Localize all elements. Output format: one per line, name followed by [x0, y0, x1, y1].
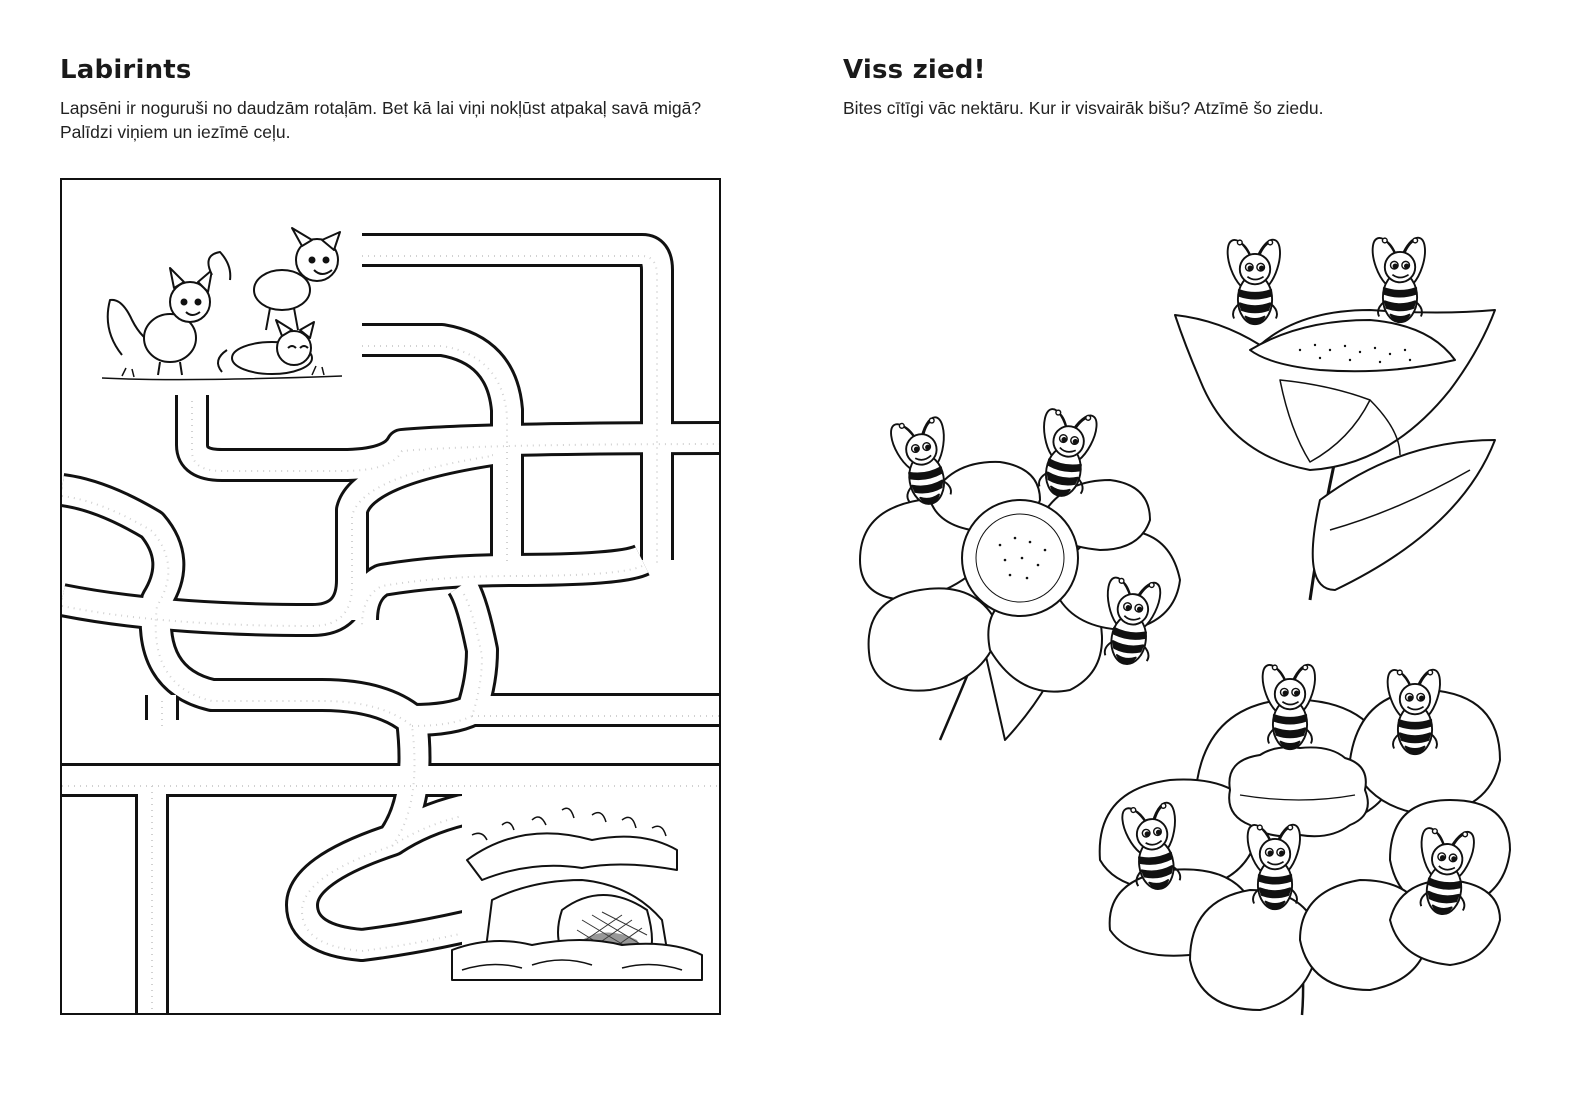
- round-petal-flower[interactable]: [1098, 660, 1511, 1016]
- maze-title: Labirints: [60, 55, 192, 85]
- flowers-description: Bites cītīgi vāc nektāru. Kur ir visvair…: [843, 98, 1324, 118]
- flowers-drawing[interactable]: [830, 200, 1530, 1030]
- daisy-flower[interactable]: [859, 402, 1181, 741]
- flowers-title: Viss zied!: [843, 55, 986, 85]
- tulip-flower[interactable]: [1174, 233, 1496, 601]
- flowers-area[interactable]: [830, 200, 1530, 1030]
- maze-description: Lapsēni ir noguruši no daudzām rotaļām. …: [60, 98, 702, 142]
- fox-den-picture: [451, 790, 719, 981]
- maze-drawing[interactable]: [62, 180, 721, 1015]
- fox-cubs-picture: [92, 225, 360, 385]
- maze-frame[interactable]: [60, 178, 721, 1015]
